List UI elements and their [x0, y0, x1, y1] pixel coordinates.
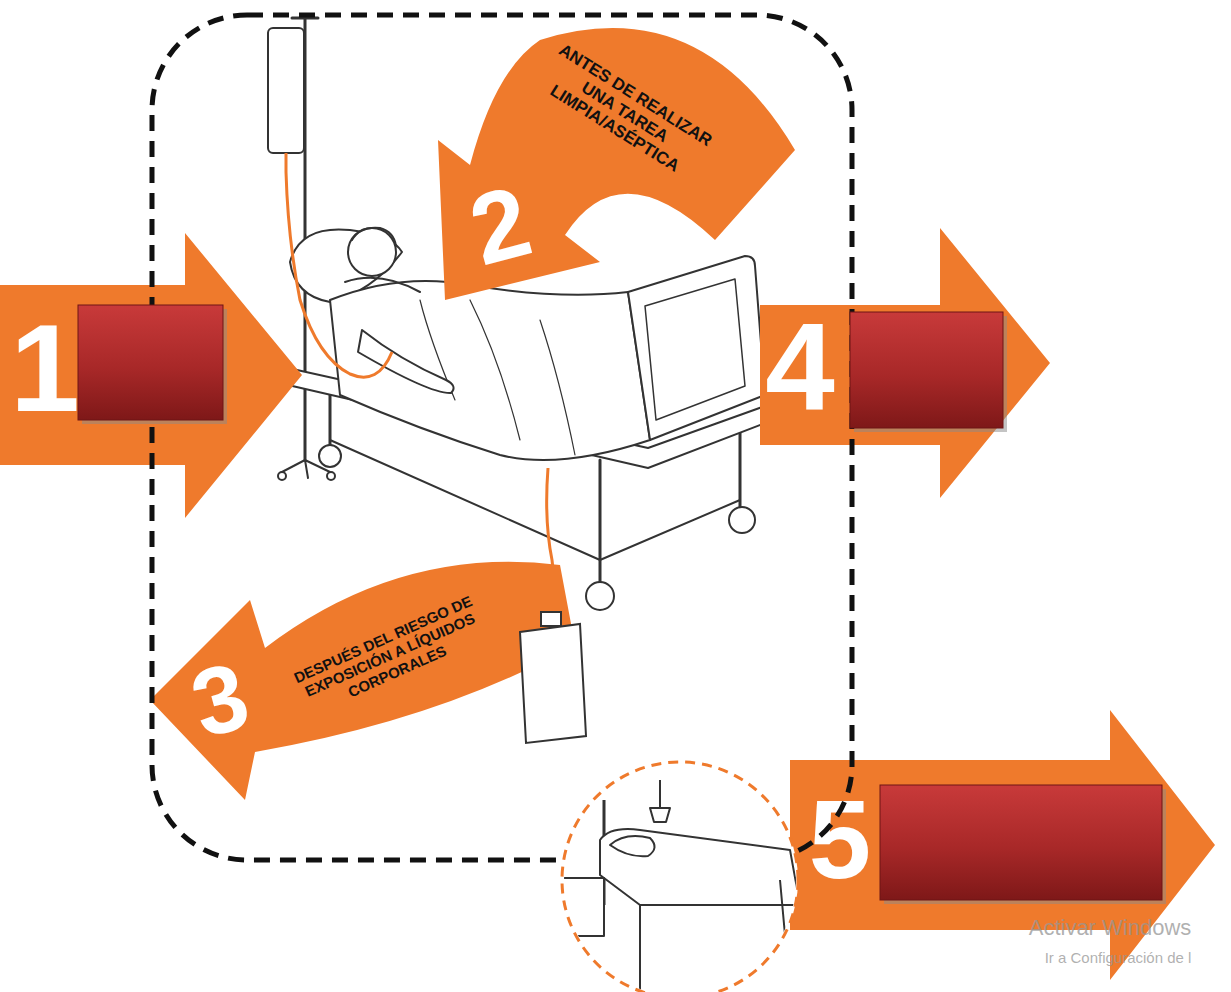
nightstand	[562, 878, 604, 936]
callout-number: 5	[800, 784, 880, 896]
empty-bed-scene	[562, 780, 800, 990]
bed-wheel	[319, 445, 341, 467]
blank-answer-box	[880, 785, 1162, 900]
blank-answer-box	[78, 305, 223, 420]
empty-bed-legs	[640, 880, 790, 990]
callout-number: 4	[755, 303, 845, 428]
drainage-bag	[520, 624, 586, 743]
iv-wheel	[278, 472, 286, 480]
blanket-folds	[420, 300, 575, 455]
patient-shoulder	[345, 278, 420, 292]
drainage-bag-neck	[541, 612, 561, 626]
bed-footboard	[628, 256, 765, 440]
iv-tube	[286, 153, 392, 377]
footboard-panel	[645, 279, 745, 420]
arrow-shape	[150, 562, 575, 800]
bed-wheel	[586, 582, 614, 610]
iv-wheel	[327, 472, 335, 480]
empty-pillow	[610, 836, 655, 856]
answer-boxes	[78, 305, 1166, 904]
patient-zone-frame	[152, 15, 852, 860]
moment-arrow: 2ANTES DE REALIZAR UNA TAREA LIMPIA/ASÉP…	[420, 0, 810, 320]
patient-arm	[358, 330, 454, 393]
callout-number: 1	[0, 305, 90, 430]
patient-hair	[352, 228, 396, 246]
arrow-shape	[438, 28, 795, 300]
blank-answer-box	[850, 312, 1003, 428]
patient-head	[348, 228, 396, 276]
lamp	[650, 780, 670, 822]
bed-wheel	[729, 507, 755, 533]
arrow-shape	[790, 710, 1215, 980]
empty-mattress	[600, 829, 800, 905]
iv-bag	[268, 28, 304, 153]
